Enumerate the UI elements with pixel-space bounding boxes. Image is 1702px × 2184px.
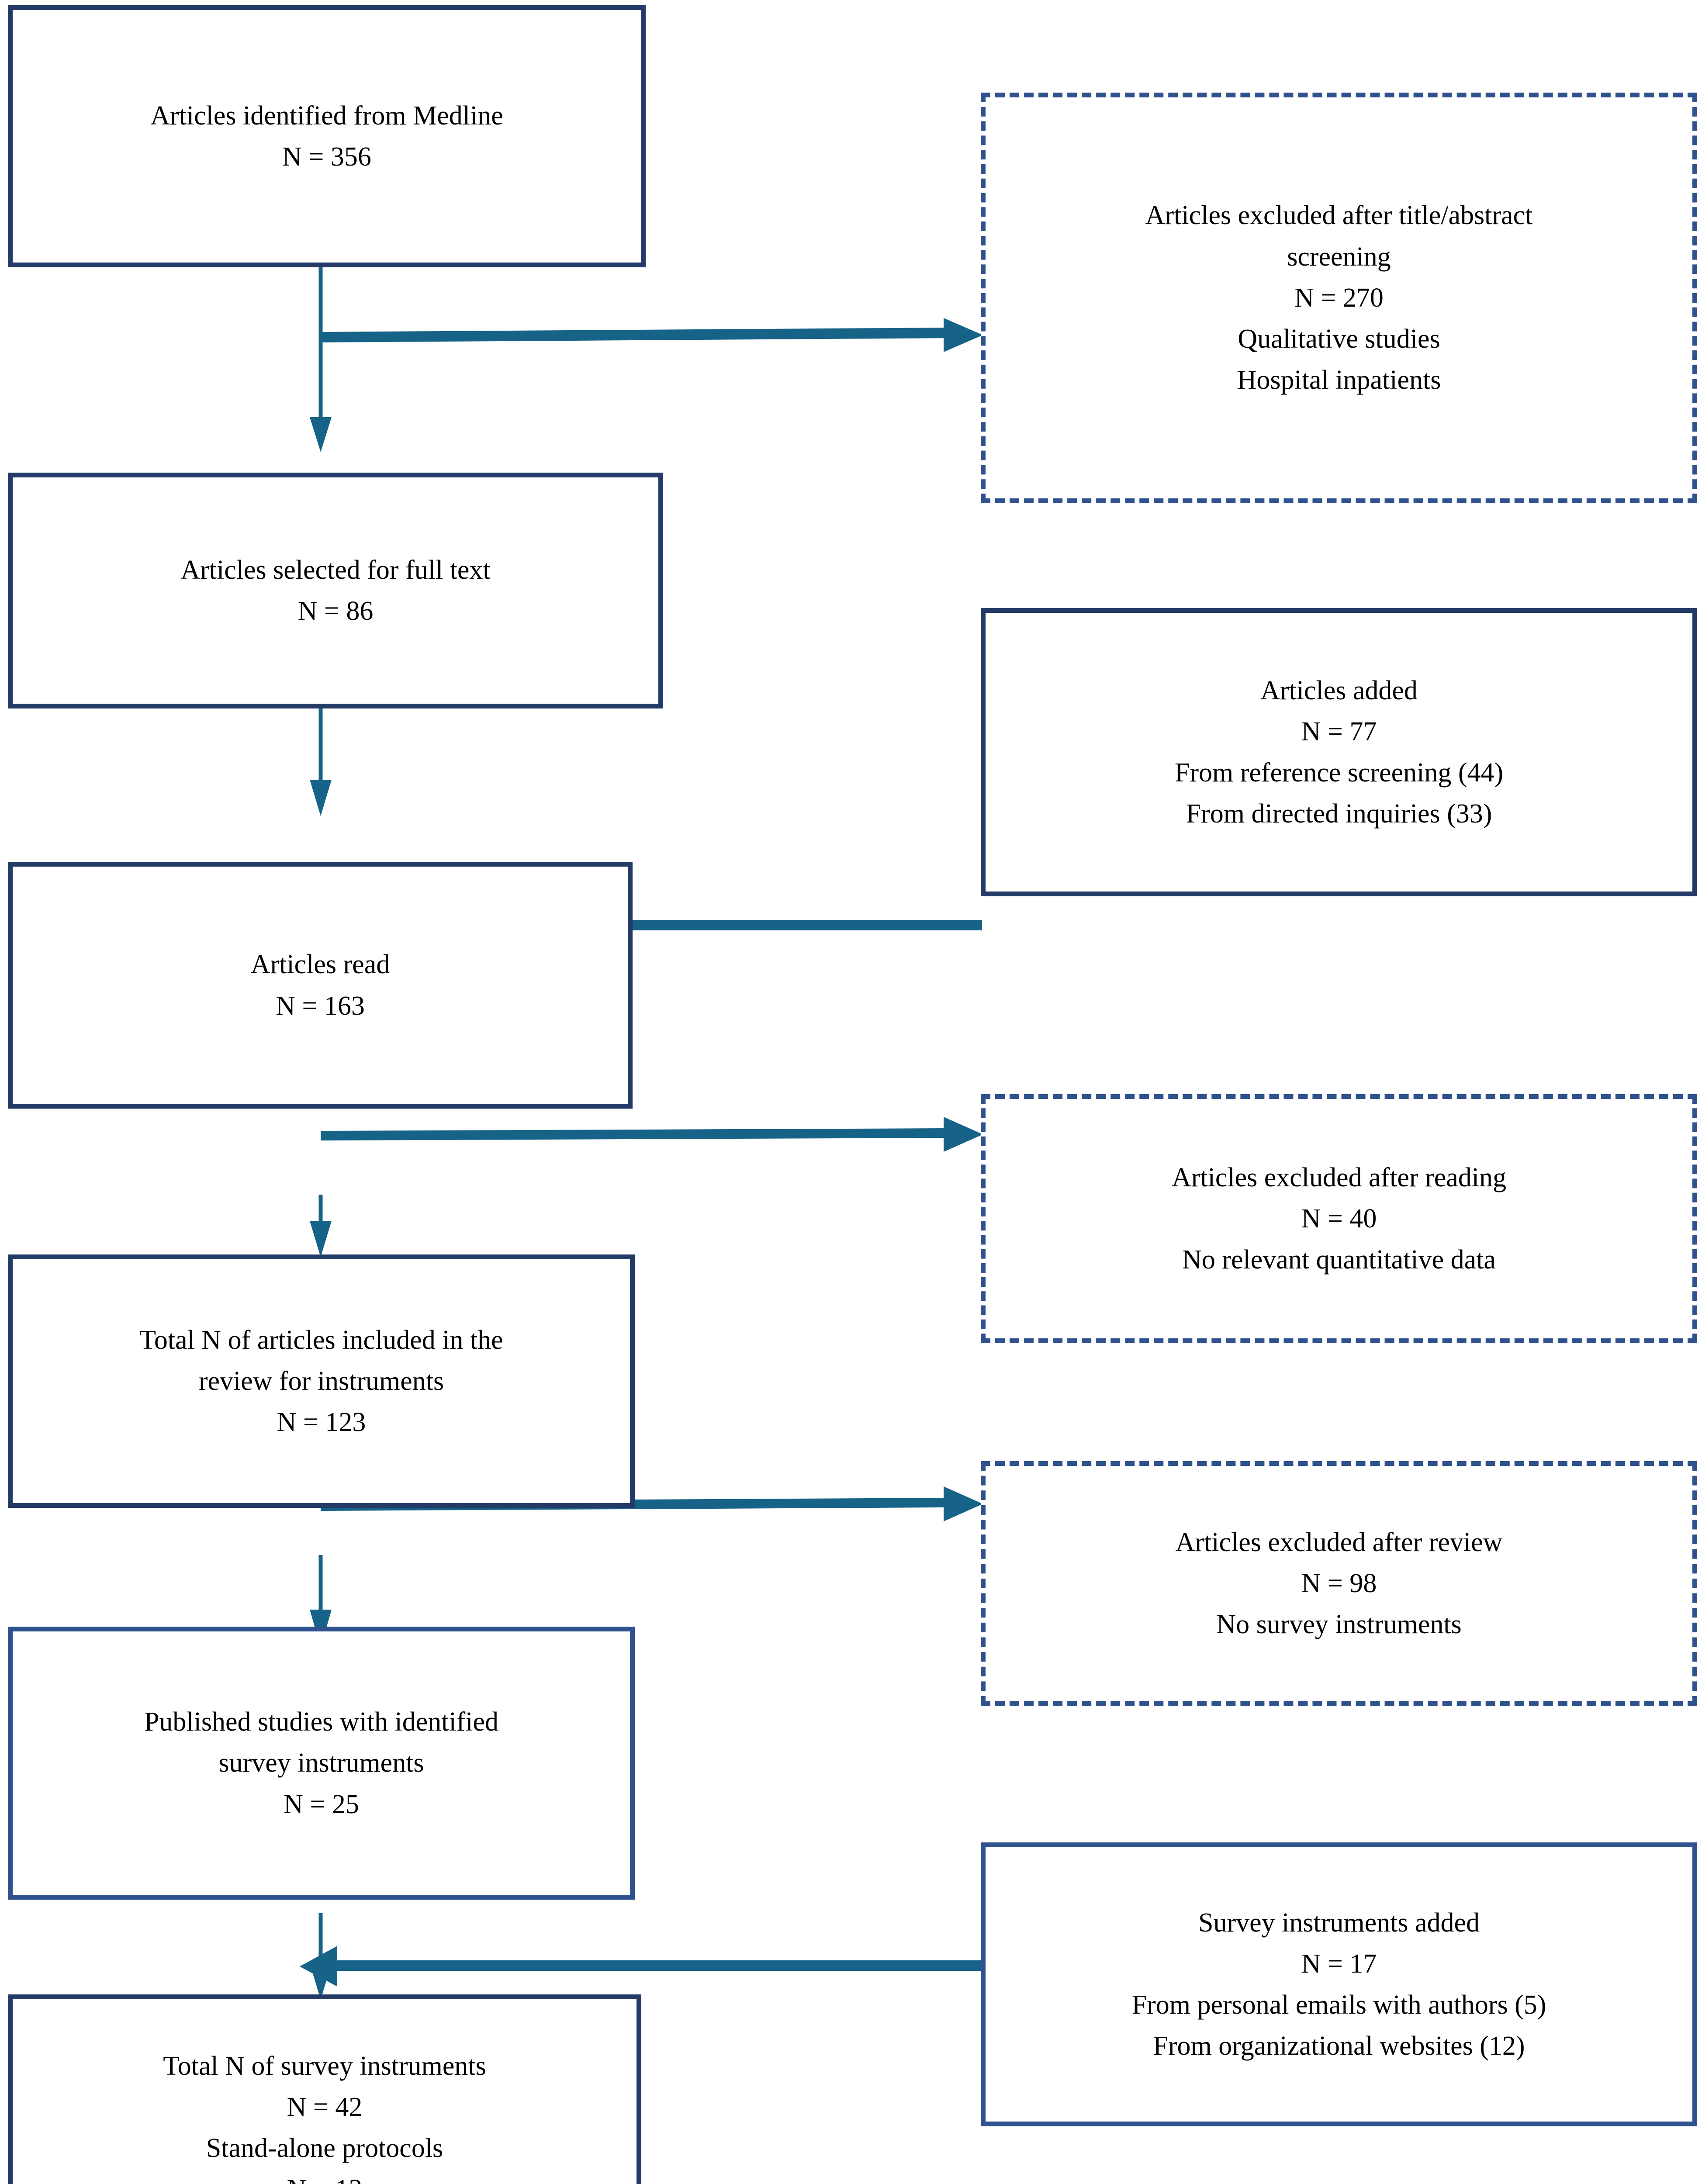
node-line: From directed inquiries (33) xyxy=(1186,799,1492,829)
node-line: N = 13 xyxy=(287,2169,363,2184)
node-articles-excluded-after-reading: Articles excluded after reading N = 40 N… xyxy=(981,1094,1697,1343)
node-line: N = 42 xyxy=(287,2092,363,2122)
node-line: From organizational websites (12) xyxy=(1153,2031,1525,2061)
node-line: N = 25 xyxy=(284,1789,359,1819)
node-line: N = 17 xyxy=(1301,1949,1377,1979)
node-line: N = 123 xyxy=(277,1407,366,1438)
edge-identified-to-excluded-title-abstract xyxy=(320,318,983,352)
node-line: Articles read xyxy=(250,950,390,980)
edge-read-to-excluded-after-reading xyxy=(320,1117,983,1152)
edge-published-to-total xyxy=(310,1913,332,2000)
node-line: Articles identified from Medline xyxy=(150,100,503,131)
node-line: Hospital inpatients xyxy=(1237,365,1441,395)
node-published-studies-with-identified-survey-instruments: Published studies with identified survey… xyxy=(8,1627,635,1900)
node-articles-excluded-after-title-abstract-screening: Articles excluded after title/abstract s… xyxy=(981,93,1697,503)
node-survey-instruments-added: Survey instruments added N = 17 From per… xyxy=(981,1842,1697,2126)
node-line: Articles excluded after review xyxy=(1175,1527,1503,1557)
edge-selected-to-read xyxy=(310,708,332,816)
node-articles-excluded-after-review: Articles excluded after review N = 98 No… xyxy=(981,1461,1697,1706)
node-line: No relevant quantitative data xyxy=(1182,1245,1496,1275)
node-line: Qualitative studies xyxy=(1238,324,1440,354)
node-line: N = 77 xyxy=(1301,716,1377,746)
edge-read-to-included xyxy=(310,1195,332,1257)
node-line: From personal emails with authors (5) xyxy=(1131,1990,1546,2020)
node-articles-identified-from-medline: Articles identified from Medline N = 356 xyxy=(8,5,646,267)
node-line: Articles added xyxy=(1260,675,1418,705)
node-line: N = 356 xyxy=(282,142,371,172)
edge-instruments-added-to-total xyxy=(300,1946,982,1987)
node-line: Published studies with identified xyxy=(144,1707,499,1737)
node-line: Articles excluded after reading xyxy=(1171,1162,1506,1192)
node-line: Articles selected for full text xyxy=(180,555,491,585)
node-articles-read: Articles read N = 163 xyxy=(8,862,633,1109)
node-line: Articles excluded after title/abstract xyxy=(1145,200,1533,231)
node-line: survey instruments xyxy=(218,1748,424,1778)
edge-identified-to-selected xyxy=(310,266,332,452)
node-line: N = 270 xyxy=(1294,283,1384,313)
node-articles-selected-for-full-text: Articles selected for full text N = 86 xyxy=(8,473,663,708)
node-line: N = 163 xyxy=(276,991,365,1021)
node-total-n-of-survey-instruments: Total N of survey instruments N = 42 Sta… xyxy=(8,1994,641,2184)
node-line: N = 40 xyxy=(1301,1203,1377,1234)
node-line: No survey instruments xyxy=(1216,1610,1462,1640)
node-line: review for instruments xyxy=(198,1366,444,1396)
node-line: N = 86 xyxy=(298,596,374,626)
node-line: screening xyxy=(1287,242,1391,272)
node-line: Stand-alone protocols xyxy=(206,2133,443,2163)
node-line: Survey instruments added xyxy=(1198,1908,1480,1938)
node-total-n-of-articles-included-in-the-review-for-instruments: Total N of articles included in the revi… xyxy=(8,1254,635,1508)
node-line: From reference screening (44) xyxy=(1174,758,1504,788)
node-line: Total N of articles included in the xyxy=(139,1325,503,1355)
node-line: N = 98 xyxy=(1301,1568,1377,1598)
node-line: Total N of survey instruments xyxy=(163,2051,486,2081)
node-articles-added: Articles added N = 77 From reference scr… xyxy=(981,608,1697,896)
